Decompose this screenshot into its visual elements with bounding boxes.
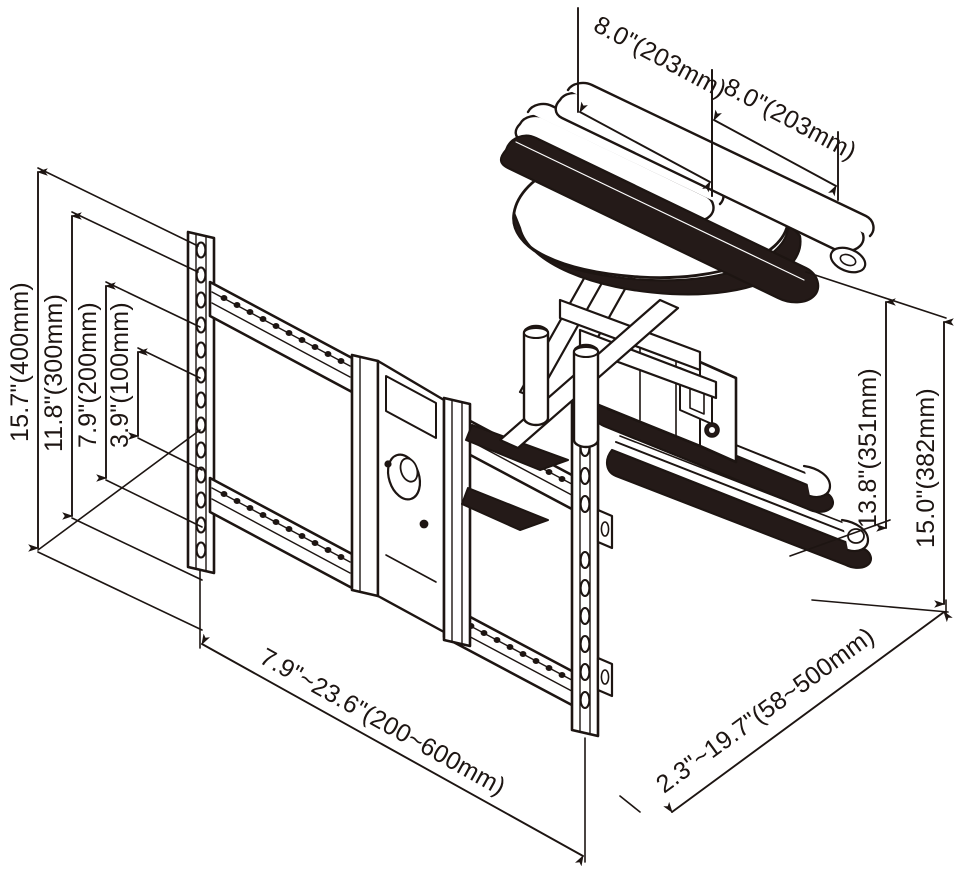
wall-plate-bottom-rail-left xyxy=(208,476,354,590)
pivot-posts xyxy=(522,324,600,449)
dim-label-left-11-8: 11.8"(300mm) xyxy=(40,294,68,452)
wall-plate-left-vertical-rail xyxy=(186,230,216,575)
dim-left-extension-lines xyxy=(37,167,203,631)
dim-bottom-depth-range xyxy=(619,599,953,813)
wall-plate-center-post-left xyxy=(350,353,380,598)
dim-label-left-3-9: 3.9"(100mm) xyxy=(106,302,134,448)
dim-label-left-15-7: 15.7"(400mm) xyxy=(6,282,34,442)
dim-right-extension-lines xyxy=(789,271,949,613)
dim-label-right-13-8: 13.8"(351mm) xyxy=(854,368,882,528)
dim-label-left-7-9: 7.9"(200mm) xyxy=(74,302,102,448)
dim-label-right-15-0: 15.0"(382mm) xyxy=(912,388,940,548)
wall-plate-center-panel xyxy=(376,359,446,634)
wall-plate-center-post-right xyxy=(442,396,472,648)
lower-swing-arm xyxy=(606,435,872,569)
dimension-annotations xyxy=(28,7,954,867)
dim-bottom-width-range xyxy=(199,569,586,867)
dim-top-right-8in xyxy=(711,69,839,201)
